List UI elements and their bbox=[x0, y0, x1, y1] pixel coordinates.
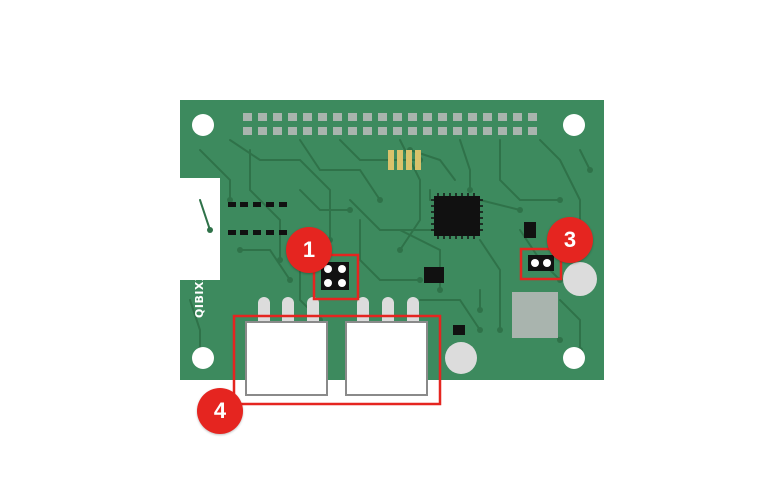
header-pad bbox=[423, 113, 432, 121]
header-pad bbox=[363, 113, 372, 121]
header-pad bbox=[348, 127, 357, 135]
screw-terminal-left bbox=[245, 321, 328, 396]
header-pad bbox=[498, 113, 507, 121]
header-pad bbox=[453, 127, 462, 135]
header-pad bbox=[363, 127, 372, 135]
header-pad bbox=[303, 127, 312, 135]
header-pad bbox=[483, 127, 492, 135]
main-ic-chip bbox=[431, 193, 483, 239]
grey-module bbox=[512, 292, 558, 338]
jumper-header-2x2 bbox=[321, 262, 349, 290]
header-pad bbox=[243, 127, 252, 135]
header-pad bbox=[468, 127, 477, 135]
header-pad bbox=[258, 127, 267, 135]
header-pad bbox=[438, 113, 447, 121]
header-pad bbox=[513, 127, 522, 135]
callout-box-1 bbox=[312, 253, 360, 301]
header-pad bbox=[348, 113, 357, 121]
tiny-black-component bbox=[524, 222, 536, 238]
header-pad bbox=[288, 127, 297, 135]
header-pad bbox=[303, 113, 312, 121]
callout-badge-4: 4 bbox=[197, 388, 243, 434]
callout-badge-3: 3 bbox=[547, 217, 593, 263]
header-pad bbox=[378, 127, 387, 135]
header-pad bbox=[258, 113, 267, 121]
header-pad bbox=[288, 113, 297, 121]
small-black-component bbox=[424, 267, 444, 283]
header-pin-pads bbox=[243, 113, 537, 135]
header-pad bbox=[453, 113, 462, 121]
mounting-hole-bottom-left bbox=[192, 347, 214, 369]
screw-terminal-right bbox=[345, 321, 428, 396]
gold-contacts bbox=[388, 150, 421, 170]
mounting-hole-top-left bbox=[192, 114, 214, 136]
header-pad bbox=[333, 127, 342, 135]
callout-box-3 bbox=[519, 247, 563, 281]
header-pad bbox=[378, 113, 387, 121]
jumper-header-1x2 bbox=[528, 255, 554, 271]
header-pad bbox=[273, 113, 282, 121]
header-pad bbox=[513, 113, 522, 121]
header-pad bbox=[273, 127, 282, 135]
header-pad bbox=[318, 127, 327, 135]
header-pad bbox=[483, 113, 492, 121]
header-pad bbox=[333, 113, 342, 121]
header-pad bbox=[423, 127, 432, 135]
mounting-hole-bottom-right bbox=[563, 347, 585, 369]
header-pad bbox=[318, 113, 327, 121]
header-pad bbox=[468, 113, 477, 121]
grey-round-component-bottom bbox=[445, 342, 477, 374]
mounting-hole-top-right bbox=[563, 114, 585, 136]
tiny-chip bbox=[453, 325, 465, 335]
header-pad bbox=[408, 113, 417, 121]
header-pad bbox=[438, 127, 447, 135]
grey-round-component-right bbox=[563, 262, 597, 296]
header-pad bbox=[498, 127, 507, 135]
brand-label: QIBIXX bbox=[193, 272, 206, 318]
smd-pad-rows bbox=[228, 202, 287, 235]
header-pad bbox=[393, 127, 402, 135]
header-pad bbox=[393, 113, 402, 121]
header-pad bbox=[528, 113, 537, 121]
header-pad bbox=[243, 113, 252, 121]
callout-box-4 bbox=[232, 314, 442, 406]
header-pad bbox=[408, 127, 417, 135]
header-pad bbox=[528, 127, 537, 135]
callout-badge-1: 1 bbox=[286, 227, 332, 273]
